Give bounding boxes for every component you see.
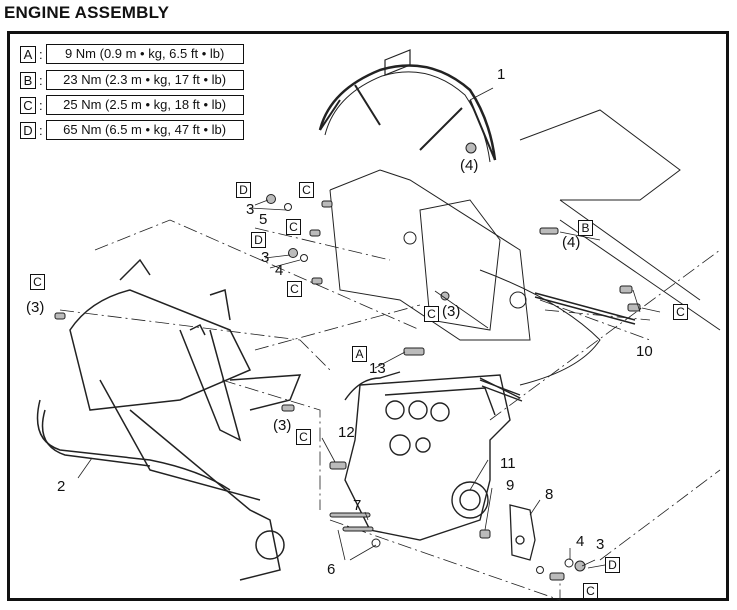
torque-value: 65 Nm (6.5 m • kg, 47 ft • lb) [45,120,244,140]
part-label-1: 1 [497,66,506,83]
torque-spec-a: A: 9 Nm (0.9 m • kg, 6.5 ft • lb) [20,44,244,64]
torque-callout-c: C [30,274,45,290]
quantity-label: (3) [273,417,292,434]
engine-bracket-part [509,504,536,561]
torque-spec-d: D: 65 Nm (6.5 m • kg, 47 ft • lb) [20,120,244,140]
part-label-13: 13 [369,360,386,377]
part-label-5: 5 [259,211,268,228]
fasteners [54,142,641,581]
torque-callout-c: C [673,304,688,320]
long-rods [479,292,636,402]
torque-callout-c: C [299,182,314,198]
engine-block-part [344,371,521,541]
torque-spec-b: B: 23 Nm (2.3 m • kg, 17 ft • lb) [20,70,244,90]
diagram-frame [7,31,729,601]
quantity-label: (4) [562,234,581,251]
torque-callout-c: C [424,306,439,322]
torque-callout-c: C [296,429,311,445]
torque-value: 25 Nm (2.5 m • kg, 18 ft • lb) [45,95,244,115]
torque-key: B [20,71,36,89]
part-label-4: 4 [275,262,284,279]
chassis-outline [329,109,721,386]
part-label-11: 11 [500,455,516,472]
alignment-lines [59,219,721,601]
torque-callout-c: C [286,219,301,235]
part-label-3: 3 [261,249,270,266]
torque-callout-b: B [578,220,593,236]
part-label-3: 3 [246,201,255,218]
torque-callout-d: D [236,182,251,198]
part-label-7: 7 [353,497,362,514]
torque-callout-d: D [251,232,266,248]
torque-callout-a: A [352,346,367,362]
torque-callout-c: C [583,583,598,599]
part-label-6: 6 [327,561,336,578]
torque-callout-c: C [287,281,302,297]
front-suspension-part [36,258,302,581]
torque-value: 9 Nm (0.9 m • kg, 6.5 ft • lb) [45,44,244,64]
part-label-12: 12 [338,424,355,441]
part-label-9: 9 [506,477,515,494]
torque-key: A [20,45,36,63]
torque-spec-c: C: 25 Nm (2.5 m • kg, 18 ft • lb) [20,95,244,115]
part-label-2: 2 [57,478,66,495]
torque-value: 23 Nm (2.3 m • kg, 17 ft • lb) [45,70,244,90]
torque-key: D [20,121,36,139]
upper-frame-part [318,49,497,163]
quantity-label: (4) [460,157,479,174]
quantity-label: (3) [442,303,461,320]
torque-key: C [20,96,36,114]
part-label-4: 4 [576,533,585,550]
leader-lines [77,87,661,569]
quantity-label: (3) [26,299,45,316]
part-label-8: 8 [545,486,554,503]
part-label-10: 10 [636,343,653,360]
part-label-3: 3 [596,536,605,553]
torque-callout-d: D [605,557,620,573]
page-title: ENGINE ASSEMBLY [4,3,170,22]
